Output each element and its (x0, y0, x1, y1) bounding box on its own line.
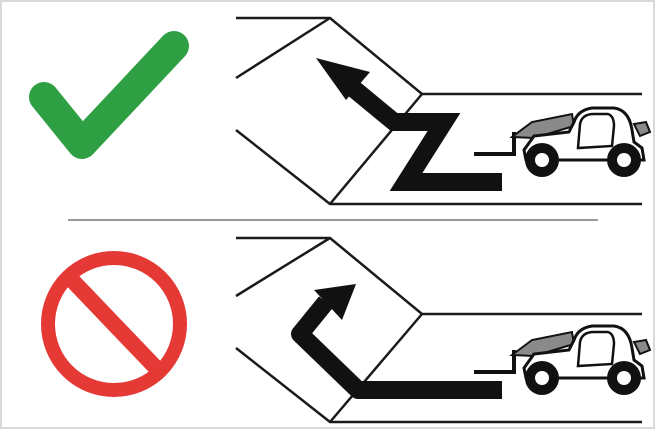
telehandler-vehicle (474, 108, 650, 177)
prohibited-icon (48, 258, 180, 390)
maneuver-arrow (316, 58, 502, 182)
incorrect-panel (48, 238, 650, 422)
check-icon (44, 46, 174, 144)
correct-panel (44, 18, 650, 204)
